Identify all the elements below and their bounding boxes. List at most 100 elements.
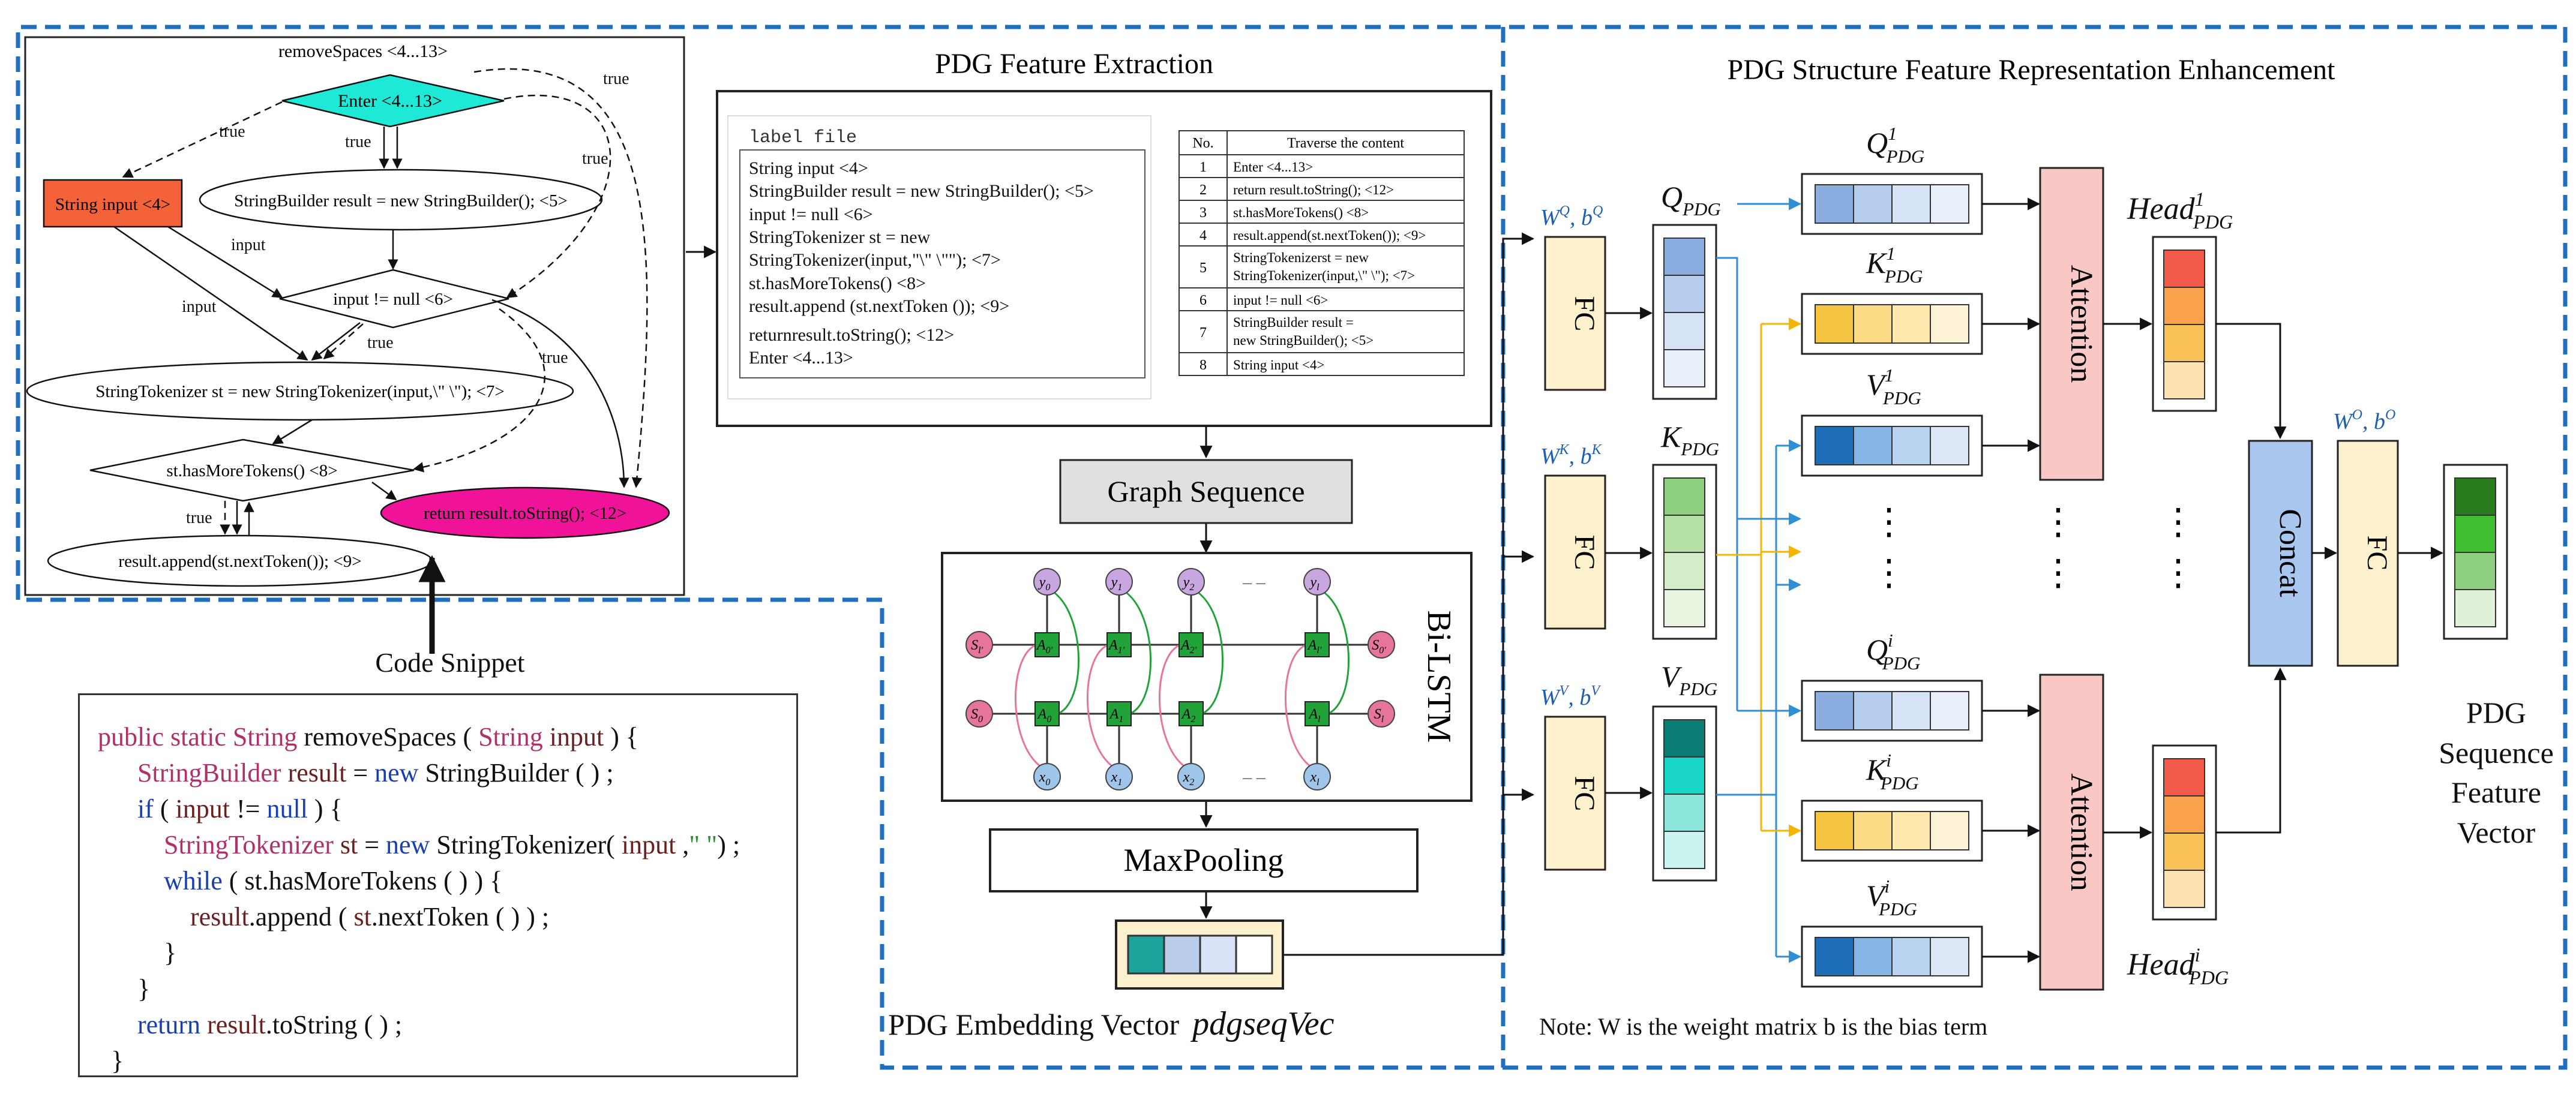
fc-label: FC [1569, 535, 1600, 570]
lstm-state-node [1368, 631, 1395, 659]
head-vector-cell [1815, 811, 1854, 850]
label-file-line: st.hasMoreTokens() <8> [749, 274, 926, 293]
table-cell-no: 2 [1199, 182, 1207, 198]
head-output-cell [2163, 361, 2205, 399]
code-snippet-title: Code Snippet [375, 647, 524, 678]
k-vector-cell [1663, 477, 1705, 516]
lstm-output-node [1303, 568, 1331, 596]
fc-layer [1544, 236, 1606, 391]
lstm-backward-cell [1034, 632, 1060, 657]
code-line: return result.toString ( ) ; [137, 1010, 403, 1039]
label-file-line: input != null <6> [749, 205, 873, 224]
head-vector-cell [1930, 426, 1969, 465]
matrix-label: VPDG [1661, 660, 1717, 699]
output-label: PDG Sequence Feature Vector [2439, 696, 2554, 849]
head-vector-cell [1853, 184, 1893, 224]
table-cell-no: 1 [1199, 160, 1207, 175]
enter-node [281, 74, 505, 128]
label-file-line: result.append (st.nextToken ()); <9> [749, 296, 1009, 316]
fc-label: FC [2361, 536, 2393, 571]
head-vector-cell [1815, 184, 1854, 224]
input-not-null-node [279, 269, 509, 329]
k-trunk [1716, 324, 1762, 831]
table-cell-no: 7 [1199, 325, 1207, 341]
string-input-node-label: String input <4> [55, 195, 170, 214]
q-vector-cell [1663, 312, 1705, 350]
table-cell-no: 4 [1199, 228, 1207, 244]
ellipsis: ⋮ [2160, 553, 2196, 593]
lstm-connection [1284, 644, 1311, 767]
string-builder-node-label: StringBuilder result = new StringBuilder… [234, 191, 568, 211]
return-node [380, 486, 670, 539]
graph-sequence-box [1059, 459, 1353, 524]
string-input-node [43, 179, 183, 228]
head-vector-cell [1930, 937, 1969, 976]
concat-label: Concat [2273, 509, 2307, 597]
string-builder-node [199, 169, 603, 231]
table-cell-no: 8 [1199, 357, 1207, 373]
head-vector-cell [1815, 691, 1854, 731]
table-cell-no: 5 [1199, 260, 1207, 276]
head-vector-cell [1853, 811, 1893, 850]
head-vector-cell [1853, 304, 1893, 344]
pdg-solid-edges [113, 127, 629, 536]
note-label: Note: W is the weight matrix b is the bi… [1539, 1013, 1987, 1040]
result-append-node-label: result.append(st.nextToken()); <9> [118, 552, 361, 571]
k-vector-cell [1663, 589, 1705, 627]
edge-label-true-7: true [186, 509, 212, 527]
q-vector-cell [1663, 349, 1705, 387]
lstm-connection [1158, 644, 1184, 767]
weight-bias-label: WO, bO [2333, 407, 2395, 434]
output-vector-cell [2454, 477, 2496, 516]
lstm-input-node [1033, 763, 1061, 791]
maxpooling-box [989, 828, 1419, 892]
label-file-line: StringBuilder result = new StringBuilder… [749, 181, 1094, 201]
string-tokenizer-node [26, 361, 574, 421]
pdg-graph-title: removeSpaces <4...13> [278, 41, 448, 61]
q-vector-cell [1663, 238, 1705, 276]
pdg-graph-panel: removeSpaces <4...13> Enter <4...13> Str… [24, 36, 685, 596]
head-vector-cell [1815, 426, 1854, 465]
table-header: Traverse the content [1287, 136, 1404, 151]
has-more-tokens-node [89, 438, 415, 502]
table-cell-content: StringTokenizer(input,\" \"); <7> [1233, 268, 1415, 283]
q-vector-cell [1663, 275, 1705, 313]
ellipsis: ⋮ [2160, 502, 2196, 542]
lstm-input-node [1105, 763, 1133, 791]
bilstm-block: Bi-LSTM y0x0A0'A0y1x1A1'A1y2x2A2'A2ylxlA… [941, 552, 1473, 802]
ellipsis: ⋮ [2040, 553, 2076, 593]
pdg-dashed-edges [122, 68, 648, 535]
lstm-forward-cell [1106, 701, 1132, 726]
table-cell-content: StringBuilder result = [1233, 315, 1354, 330]
fc-layer [1544, 716, 1606, 871]
input-not-null-node-label: input != null <6> [333, 290, 453, 309]
code-line: StringBuilder result = new StringBuilder… [137, 758, 614, 788]
feature-extraction-title: PDG Feature Extraction [935, 48, 1213, 80]
output-label-line: Sequence [2439, 736, 2554, 770]
lstm-connection [1126, 591, 1152, 715]
concat-block [2248, 440, 2313, 667]
table-header: No. [1192, 136, 1213, 151]
table-cell-content: Enter <4...13> [1233, 160, 1313, 175]
code-line: while ( st.hasMoreTokens ( ) ) { [164, 866, 503, 895]
v-vector-cell [1663, 719, 1705, 758]
lstm-output-node [1033, 568, 1061, 596]
edge-label-input-1: input [231, 236, 266, 254]
head-output-cell [2163, 287, 2205, 325]
head-vector-cell [1891, 184, 1931, 224]
lstm-input-node [1177, 763, 1205, 791]
lstm-connection [1086, 644, 1112, 767]
fc-label: FC [1569, 776, 1600, 812]
ellipsis: ⋮ [1871, 502, 1907, 542]
head-output-cell [2163, 870, 2205, 908]
lstm-node-label: Al [1308, 707, 1321, 725]
matrix-label: QPDG [1661, 180, 1721, 220]
head-vector-cell [1930, 184, 1969, 224]
k-vector-cell [1663, 515, 1705, 553]
flow-arrow [2216, 323, 2287, 440]
